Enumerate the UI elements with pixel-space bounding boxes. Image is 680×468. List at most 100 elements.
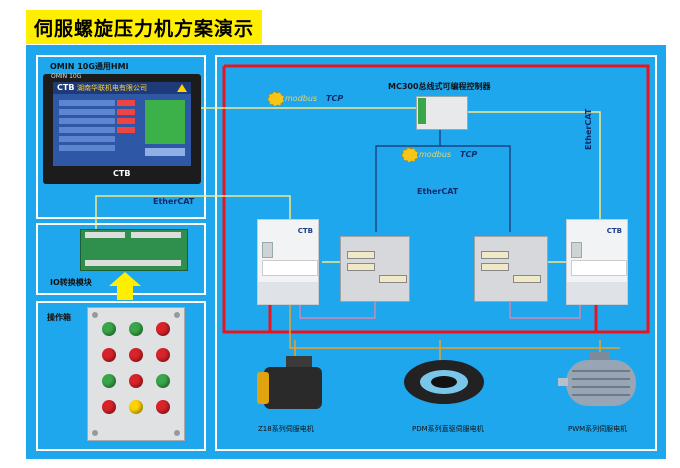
hmi-screen-brand: CTB [57, 83, 75, 92]
io-slot [379, 275, 407, 283]
drive-brand: CTB [297, 227, 313, 235]
hmi-screen-header: CTB 湖南华联机电有限公司 [53, 82, 191, 94]
yellow-button[interactable] [129, 400, 143, 414]
hmi-screen-company: 湖南华联机电有限公司 [77, 84, 147, 92]
modbus-icon [402, 148, 418, 162]
green-button[interactable] [102, 374, 116, 388]
green-button[interactable] [102, 322, 116, 336]
hmi-screen[interactable]: CTB 湖南华联机电有限公司 [53, 82, 191, 166]
servo-drive-left: CTB [257, 219, 319, 305]
drive-nameplate [262, 260, 318, 276]
page-title: 伺服螺旋压力机方案演示 [26, 10, 262, 44]
ethercat-line-left [95, 195, 291, 229]
hmi-screen-row [59, 118, 115, 124]
motor-fin [572, 378, 630, 380]
ethercat-line-right [466, 111, 601, 220]
motor-fin [572, 370, 630, 372]
up-arrow-icon [109, 272, 141, 286]
hmi-screen-row [59, 127, 115, 133]
hmi-screen-value [117, 109, 135, 115]
ethercat-label-3: EtherCAT [584, 108, 593, 150]
red-button[interactable] [156, 322, 170, 336]
ethercat-label-2: EtherCAT [153, 197, 195, 206]
motor-flange [257, 372, 269, 404]
drive-brand: CTB [606, 227, 622, 235]
red-button[interactable] [129, 374, 143, 388]
plc-label: MC300总线式可编程控制器 [388, 82, 491, 91]
hmi-screen-row [59, 145, 115, 151]
drive-display [262, 242, 273, 258]
motor-shaft [558, 378, 568, 386]
modbus-prefix-2: modbus [419, 150, 452, 159]
hmi-label: OMIN 10G通用HMI [50, 62, 129, 71]
screw-icon [92, 430, 98, 436]
hmi-screen-row [59, 109, 115, 115]
red-button[interactable] [156, 400, 170, 414]
io-terminal [131, 232, 181, 238]
red-button[interactable] [102, 400, 116, 414]
drive-terminal-strip [258, 282, 318, 304]
io-rack-right [474, 236, 548, 302]
screw-icon [174, 312, 180, 318]
servo-drive-right: CTB [566, 219, 628, 305]
hmi-brand: CTB [113, 169, 131, 178]
system-panel-border [215, 55, 657, 451]
motor-label-pwm: PWM系列伺服电机 [568, 425, 628, 433]
motor-encoder-box [286, 356, 312, 368]
green-button[interactable] [156, 374, 170, 388]
drive-display [571, 242, 582, 258]
control-box-label: 操作箱 [47, 313, 71, 322]
io-terminal [85, 232, 125, 238]
screw-icon [92, 312, 98, 318]
hmi-screen-button[interactable] [145, 148, 185, 156]
io-slot [347, 251, 375, 259]
screw-icon [174, 430, 180, 436]
hmi-screen-row [59, 136, 115, 142]
hmi-panel-border [36, 55, 206, 219]
motor-label-pdm: PDM系列直驱伺服电机 [412, 425, 484, 433]
pdm-motor-bore [431, 376, 457, 388]
warning-icon [177, 84, 187, 92]
io-slot [481, 251, 509, 259]
up-arrow-stem [117, 286, 133, 300]
io-rack-left [340, 236, 410, 302]
hmi-screen-value [117, 100, 135, 106]
red-button[interactable] [102, 348, 116, 362]
io-terminal [85, 260, 181, 266]
hmi-screen-row [59, 100, 115, 106]
pwm-servo-motor [566, 360, 636, 406]
motor-fin [572, 394, 630, 396]
motor-label-z18: Z18系列伺服电机 [258, 425, 314, 433]
pwm-terminal-box [590, 352, 610, 362]
io-module-label: IO转换模块 [50, 278, 92, 287]
green-button[interactable] [129, 322, 143, 336]
ethercat-label-1: EtherCAT [417, 187, 459, 196]
drive-nameplate [571, 260, 627, 276]
modbus-icon [268, 92, 284, 106]
modbus-tcp-2: TCP [460, 150, 478, 159]
power-line [222, 64, 650, 334]
plc-module-line-2 [440, 145, 511, 232]
io-slot [513, 275, 541, 283]
red-button[interactable] [156, 348, 170, 362]
hmi-model-text: OMIN 10G [51, 73, 82, 80]
plc-module-line-1 [375, 128, 441, 232]
modbus-prefix-1: modbus [285, 94, 318, 103]
box-panel-border [36, 301, 206, 451]
hmi-device[interactable]: OMIN 10G CTB 湖南华联机电有限公司 CTB [43, 73, 201, 184]
io-conversion-module [80, 229, 188, 271]
hmi-screen-value [117, 118, 135, 124]
z18-servo-motor [264, 367, 322, 409]
red-button[interactable] [129, 348, 143, 362]
io-slot [347, 263, 375, 271]
plc-status-strip [418, 98, 426, 124]
io-slot [481, 263, 509, 271]
hmi-screen-value [117, 127, 135, 133]
drive-terminal-strip [567, 282, 627, 304]
modbus-tcp-1: TCP [326, 94, 344, 103]
control-box [87, 307, 185, 441]
motor-fin [572, 386, 630, 388]
hmi-machine-image [145, 100, 185, 144]
motor-feed-line [289, 305, 620, 349]
